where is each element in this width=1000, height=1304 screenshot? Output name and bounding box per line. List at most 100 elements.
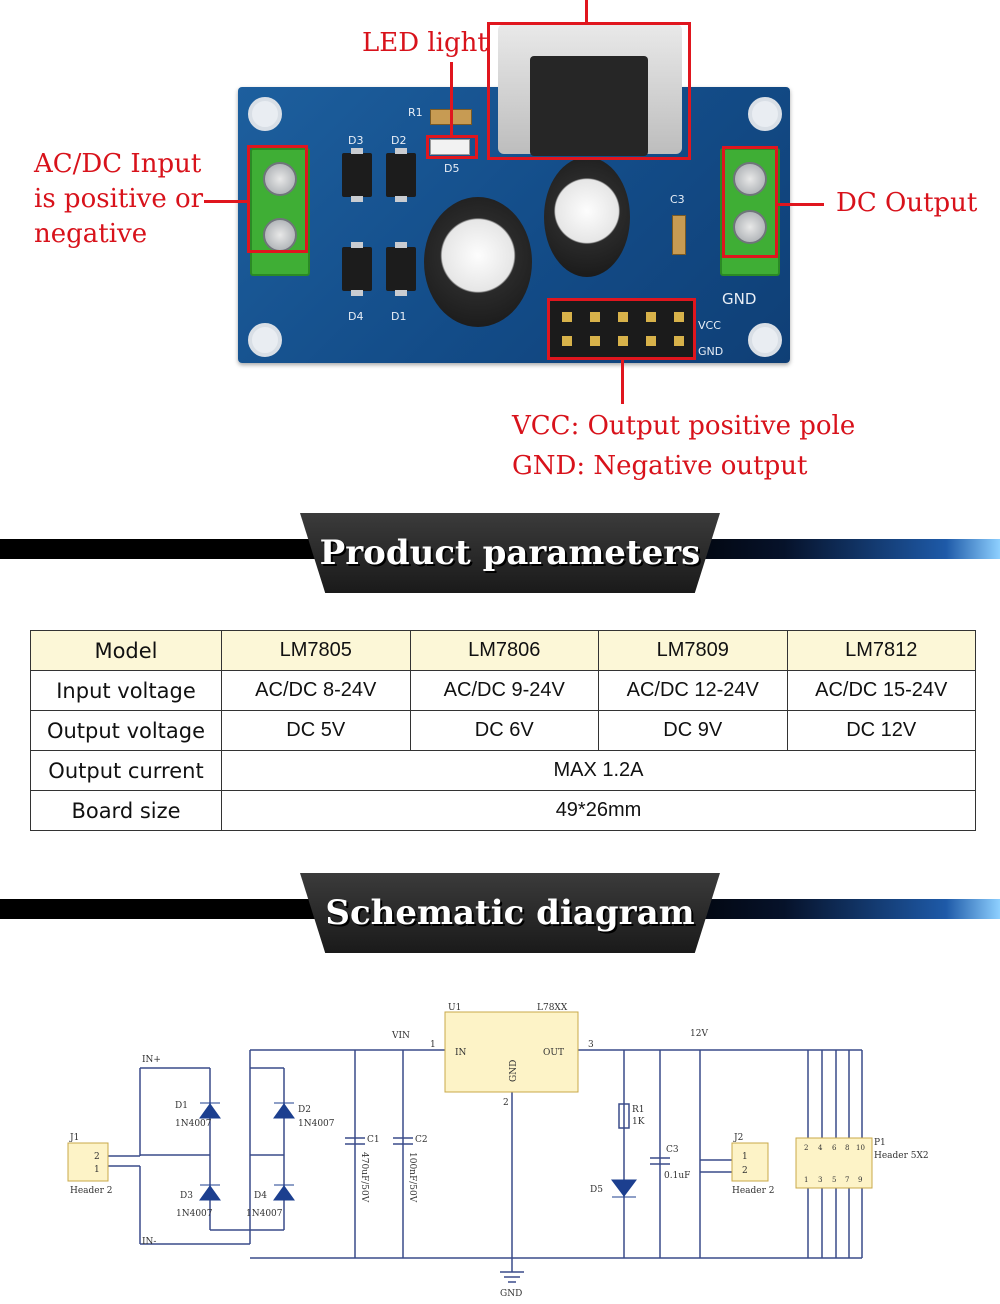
label-pin2: 2 (503, 1098, 509, 1108)
diode-icon (199, 1185, 221, 1201)
table-cell: 49*26mm (221, 790, 976, 831)
label-p1-pin: 1 (804, 1176, 808, 1184)
label-p1-pin: 7 (845, 1176, 849, 1184)
table-cell: DC 5V (221, 710, 411, 751)
diode-icon (273, 1185, 295, 1201)
label-p1-pin: 10 (856, 1144, 865, 1152)
header-pin (646, 312, 656, 322)
table-cell: AC/DC 9-24V (409, 670, 599, 711)
row-label-input-voltage: Input voltage (30, 670, 222, 711)
input-label-line3: negative (34, 219, 148, 249)
capacitor-c1 (424, 197, 532, 327)
led-icon (611, 1179, 637, 1197)
label-pin-gnd: GND (509, 1060, 519, 1082)
banner-plate (300, 513, 720, 593)
silk-gnd-small: GND (698, 345, 724, 358)
input-label-line2: is positive or (34, 184, 204, 214)
led-callout-line (450, 62, 453, 136)
label-d4: D4 (254, 1191, 267, 1201)
screw-icon (263, 162, 297, 196)
mount-hole (248, 97, 282, 131)
silk-d4: D4 (348, 310, 364, 323)
input-callout-line (204, 200, 248, 203)
mount-hole (748, 97, 782, 131)
header-lm7809: LM7809 (598, 630, 788, 671)
label-j2-pin2: 2 (742, 1166, 748, 1176)
header-pin (590, 312, 600, 322)
header-lm7806: LM7806 (409, 630, 599, 671)
dc-output-label: DC Output (836, 188, 978, 218)
header-callout-line (621, 360, 624, 404)
header-pin (590, 336, 600, 346)
label-p1: P1 (874, 1138, 886, 1148)
row-label-board-size: Board size (30, 790, 222, 831)
label-p1-pin: 9 (858, 1176, 862, 1184)
mount-hole (748, 323, 782, 357)
silk-gnd: GND (722, 290, 757, 308)
table-cell: AC/DC 12-24V (598, 670, 788, 711)
label-d1: D1 (175, 1101, 188, 1111)
label-c3-val: 0.1uF (664, 1171, 690, 1181)
silk-vcc: VCC (698, 319, 721, 332)
label-j1-name: Header 2 (70, 1186, 113, 1196)
label-j2-name: Header 2 (732, 1186, 775, 1196)
label-p1-pin: 3 (818, 1176, 822, 1184)
label-r1-val: 1K (632, 1117, 645, 1127)
led-light-label: LED light (362, 28, 488, 58)
label-p1-name: Header 5X2 (874, 1151, 929, 1161)
table-cell: DC 9V (598, 710, 788, 751)
label-p1-pin: 6 (832, 1144, 837, 1152)
label-d3: D3 (180, 1191, 193, 1201)
label-pin-in: IN (455, 1048, 467, 1058)
screw-icon (263, 218, 297, 252)
label-pin-out: OUT (543, 1048, 564, 1058)
bridge-diode-d1 (386, 242, 416, 296)
silk-d3: D3 (348, 134, 364, 147)
input-highlight-box (247, 145, 308, 253)
p1-header-box (795, 1137, 873, 1189)
label-c1-val: 470uF/50V (359, 1152, 369, 1203)
label-in-minus: IN- (142, 1237, 156, 1247)
table-cell: MAX 1.2A (221, 750, 976, 791)
led-highlight-box (426, 135, 478, 159)
schematic-diagram: J1 2 1 Header 2 IN+ IN- D1 1N4007 D2 1N4… (0, 990, 1000, 1300)
silk-r1: R1 (408, 106, 423, 119)
label-j1-pin1: 1 (94, 1165, 100, 1175)
output-callout-line (778, 203, 824, 206)
row-label-output-voltage: Output voltage (30, 710, 222, 751)
product-parameters-banner: Product parameters (0, 513, 1000, 593)
label-d3-part: 1N4007 (176, 1209, 213, 1219)
label-c1: C1 (367, 1135, 380, 1145)
regulator-highlight-box (487, 22, 691, 160)
led-d5 (430, 139, 470, 155)
header-pin (674, 336, 684, 346)
product-parameters-title: Product parameters (319, 533, 701, 573)
label-d5: D5 (590, 1185, 603, 1195)
header-pin (562, 312, 572, 322)
label-d2-part: 1N4007 (298, 1119, 335, 1129)
voltage-regulator (530, 56, 648, 156)
bridge-diode-d4 (342, 242, 372, 296)
j1-header-box (67, 1142, 109, 1182)
diode-icon (273, 1103, 295, 1119)
screw-icon (733, 210, 767, 244)
bridge-diode-d2 (386, 148, 416, 202)
header-pin (618, 312, 628, 322)
table-cell: AC/DC 15-24V (786, 670, 976, 711)
pin-header-5x2 (550, 300, 696, 358)
header-model: Model (30, 630, 222, 671)
schematic-labels: J1 2 1 Header 2 IN+ IN- D1 1N4007 D2 1N4… (69, 1003, 929, 1299)
header-pin (618, 336, 628, 346)
label-d4-part: 1N4007 (246, 1209, 283, 1219)
label-vin: VIN (391, 1031, 410, 1041)
banner-plate (300, 873, 720, 953)
capacitor-c3 (672, 215, 686, 255)
j2-header-box (731, 1142, 769, 1182)
table-row: Input voltage AC/DC 8-24V AC/DC 9-24V AC… (30, 670, 976, 711)
mount-hole (248, 323, 282, 357)
label-u1-part: L78XX (537, 1003, 568, 1013)
diode-symbols (199, 1102, 637, 1201)
capacitor-c2 (544, 157, 630, 277)
regulator-callout-line (585, 0, 588, 22)
schematic-svg: J1 2 1 Header 2 IN+ IN- D1 1N4007 D2 1N4… (67, 1003, 929, 1299)
